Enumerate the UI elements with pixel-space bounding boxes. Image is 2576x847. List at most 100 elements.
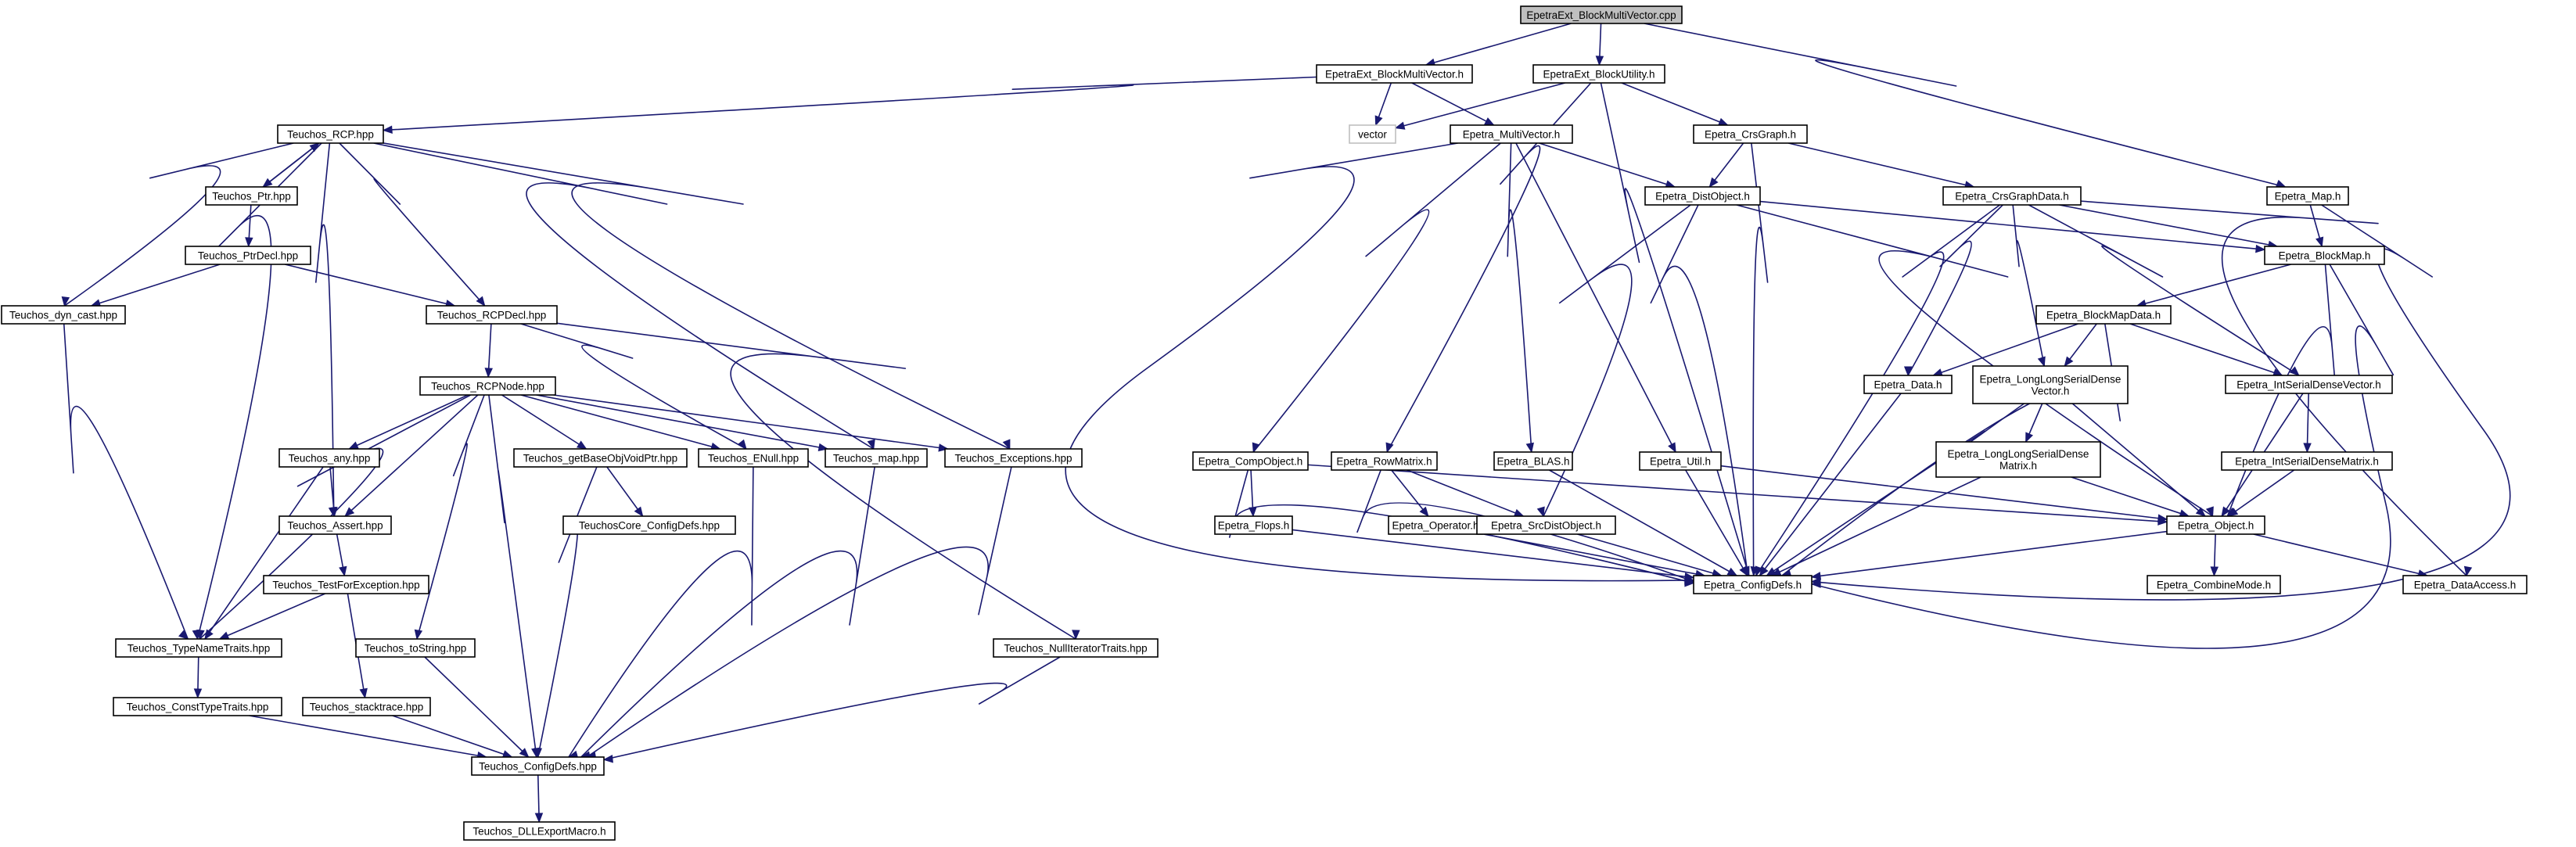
edge-rcp-to-texc: [383, 142, 1011, 450]
node-any[interactable]: Teuchos_any.hpp: [278, 448, 380, 468]
arrowhead-emap-to-bmap: [2316, 236, 2324, 248]
arrowhead-rcp-to-rcpdecl: [476, 296, 486, 307]
node-tnt[interactable]: Teuchos_TypeNameTraits.hpp: [115, 638, 282, 658]
node-tfe[interactable]: Teuchos_TestForException.hpp: [263, 575, 429, 594]
edge-crsgd-to-llsdv: [2012, 204, 2046, 367]
node-label: Epetra_BLAS.h: [1496, 456, 1569, 468]
node-dyncast[interactable]: Teuchos_dyn_cast.hpp: [1, 305, 126, 325]
node-tcfg[interactable]: Teuchos_ConfigDefs.hpp: [471, 756, 605, 776]
node-label: Teuchos_any.hpp: [289, 453, 371, 465]
node-ptr[interactable]: Teuchos_Ptr.hpp: [205, 186, 298, 206]
node-assert[interactable]: Teuchos_Assert.hpp: [278, 515, 392, 535]
node-dll[interactable]: Teuchos_DLLExportMacro.h: [463, 821, 616, 841]
node-buh[interactable]: EpetraExt_BlockUtility.h: [1532, 64, 1665, 84]
node-root[interactable]: EpetraExt_BlockMultiVector.cpp: [1520, 5, 1683, 24]
node-util[interactable]: Epetra_Util.h: [1639, 451, 1722, 471]
node-rcpdecl[interactable]: Teuchos_RCPDecl.hpp: [426, 305, 558, 325]
node-vector[interactable]: vector: [1349, 124, 1396, 144]
arrowhead-crsgd-to-isdv: [2289, 366, 2300, 376]
node-bmapd[interactable]: Epetra_BlockMapData.h: [2035, 305, 2172, 325]
node-rcpnode[interactable]: Teuchos_RCPNode.hpp: [419, 376, 556, 396]
node-label: Teuchos_TypeNameTraits.hpp: [128, 643, 271, 655]
node-crsgd[interactable]: Epetra_CrsGraphData.h: [1942, 186, 2082, 206]
node-texc[interactable]: Teuchos_Exceptions.hpp: [944, 448, 1083, 468]
edge-rcpdecl-to-nit: [556, 322, 1076, 640]
node-bmap[interactable]: Epetra_BlockMap.h: [2264, 246, 2385, 265]
node-box: [1693, 124, 1808, 144]
node-eobj[interactable]: Epetra_Object.h: [2166, 515, 2265, 535]
arrowhead-llsdv-to-eobj: [2195, 507, 2206, 517]
node-tccfg[interactable]: TeuchosCore_ConfigDefs.hpp: [562, 515, 736, 535]
arrowhead-edata-to-ecfg: [1759, 565, 1769, 577]
node-label: Teuchos_RCP.hpp: [287, 129, 374, 141]
edge-ptrdecl-to-rcpdecl: [284, 264, 455, 307]
graph-nodes: EpetraExt_BlockMultiVector.cppEpetraExt_…: [1, 5, 2527, 841]
node-crsg[interactable]: Epetra_CrsGraph.h: [1693, 124, 1808, 144]
node-box: [2264, 246, 2385, 265]
node-label: Teuchos_ConfigDefs.hpp: [479, 761, 597, 773]
node-box: [1316, 64, 1473, 84]
node-ptrdecl[interactable]: Teuchos_PtrDecl.hpp: [185, 246, 311, 265]
node-gbovp[interactable]: Teuchos_getBaseObjVoidPtr.hpp: [513, 448, 688, 468]
edge-eobj-to-dacc: [2253, 533, 2427, 576]
node-blas[interactable]: Epetra_BLAS.h: [1493, 451, 1573, 471]
edge-bmapd-to-edata: [1933, 323, 2078, 376]
arrowhead-crsg-to-distobj: [1708, 177, 1719, 188]
node-label: Epetra_Flops.h: [1218, 520, 1290, 532]
node-box: [2266, 186, 2349, 206]
node-box: [2166, 515, 2265, 535]
edge-bmvh-to-rcp: [383, 76, 1317, 131]
edge-crsgd-to-isdv: [2028, 204, 2300, 376]
edge-isdm-to-eobj: [2228, 469, 2295, 517]
node-dacc[interactable]: Epetra_DataAccess.h: [2402, 575, 2527, 594]
node-flops[interactable]: Epetra_Flops.h: [1214, 515, 1293, 535]
node-box: [419, 376, 556, 396]
node-ctt[interactable]: Teuchos_ConstTypeTraits.hpp: [113, 697, 282, 716]
arrowhead-nit-to-tcfg: [602, 755, 613, 763]
edge-root-to-emap: [1644, 23, 2286, 188]
edge-stack-to-tcfg: [392, 715, 512, 758]
node-box: [944, 448, 1083, 468]
node-box: [185, 246, 311, 265]
node-compobj[interactable]: Epetra_CompObject.h: [1192, 451, 1309, 471]
node-oper[interactable]: Epetra_Operator.h: [1388, 515, 1483, 535]
edge-rcpnode-to-assert: [344, 394, 479, 517]
node-comb[interactable]: Epetra_CombineMode.h: [2147, 575, 2281, 594]
edge-blas-to-ecfg: [1549, 469, 1737, 576]
arrowhead-gbovp-to-tcfg: [534, 748, 543, 759]
node-rowmat[interactable]: Epetra_RowMatrix.h: [1331, 451, 1438, 471]
arrowhead-bmvh-to-mvh: [1484, 117, 1495, 126]
edge-texc-to-tcfg: [586, 466, 1012, 758]
node-isdv[interactable]: Epetra_IntSerialDenseVector.h: [2225, 375, 2393, 394]
edge-rcpnode-to-tostr: [416, 394, 485, 640]
node-box: [263, 575, 429, 594]
node-nit[interactable]: Teuchos_NullIteratorTraits.hpp: [993, 638, 1159, 658]
node-tmap[interactable]: Teuchos_map.hpp: [825, 448, 928, 468]
node-distobj[interactable]: Epetra_DistObject.h: [1644, 186, 1761, 206]
node-label: Teuchos_PtrDecl.hpp: [198, 250, 298, 262]
edge-rcpdecl-to-enull: [520, 323, 747, 450]
edge-bmvh-to-mvh: [1411, 82, 1495, 126]
edge-crsg-to-crsgd: [1788, 142, 1974, 188]
node-tostr[interactable]: Teuchos_toString.hpp: [355, 638, 476, 658]
node-ecfg[interactable]: Epetra_ConfigDefs.h: [1693, 575, 1813, 594]
node-isdm[interactable]: Epetra_IntSerialDenseMatrix.h: [2221, 451, 2393, 471]
node-box: [1532, 64, 1665, 84]
node-bmvh[interactable]: EpetraExt_BlockMultiVector.h: [1316, 64, 1473, 84]
node-stack[interactable]: Teuchos_stacktrace.hpp: [302, 697, 431, 716]
edge-ptr-to-rcp: [262, 142, 320, 188]
edge-oper-to-ecfg: [1482, 533, 1705, 576]
node-label: Epetra_IntSerialDenseVector.h: [2236, 379, 2381, 391]
edge-rcpnode-to-tmap: [536, 394, 828, 450]
node-enull[interactable]: Teuchos_ENull.hpp: [698, 448, 809, 468]
node-srcdo[interactable]: Epetra_SrcDistObject.h: [1476, 515, 1616, 535]
arrowhead-any-to-assert: [329, 507, 338, 518]
node-edata[interactable]: Epetra_Data.h: [1863, 375, 1953, 394]
node-mvh[interactable]: Epetra_MultiVector.h: [1450, 124, 1573, 144]
node-rcp[interactable]: Teuchos_RCP.hpp: [277, 124, 384, 144]
node-label: Vector.h: [2032, 386, 2070, 397]
node-label: Teuchos_toString.hpp: [365, 643, 467, 655]
node-emap[interactable]: Epetra_Map.h: [2266, 186, 2349, 206]
